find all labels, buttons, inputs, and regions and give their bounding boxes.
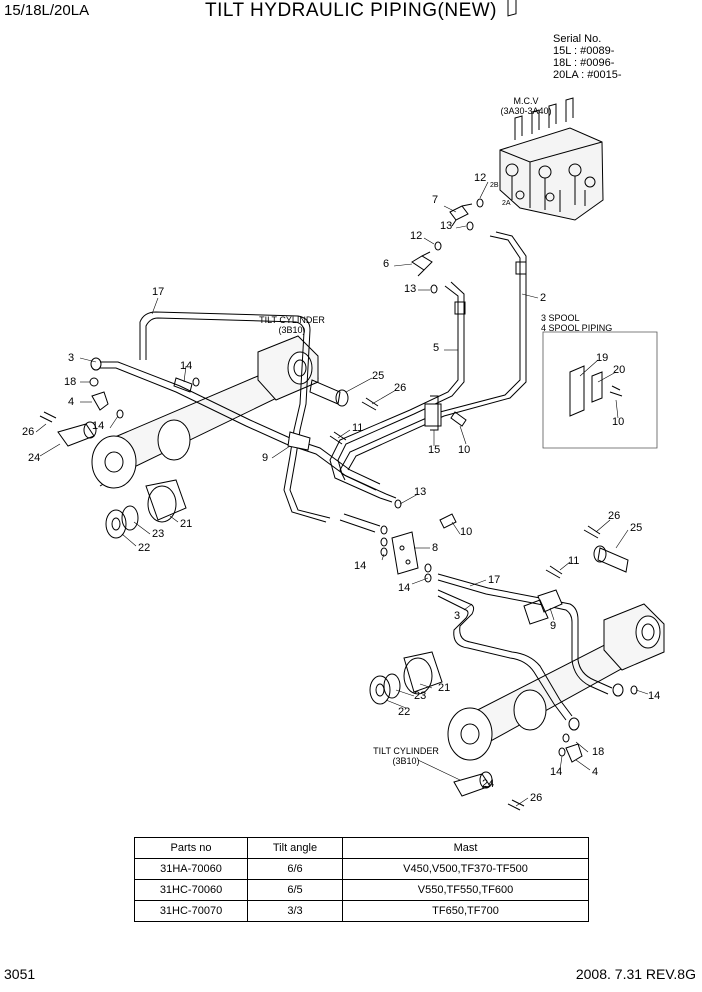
callout: 23 (152, 528, 165, 540)
tilt-cylinder-upper-label: TILT CYLINDER (3B10) (250, 315, 334, 335)
serial-18l: 18L : #0096- (553, 57, 615, 69)
callout: 22 (138, 542, 151, 554)
mast-table: Parts no Tilt angle Mast 31HA-70060 6/6 … (134, 837, 589, 922)
callout: 4 (68, 396, 75, 408)
callout: 22 (398, 706, 411, 718)
callout: 10 (612, 416, 625, 428)
port-2b-label: 2B (490, 182, 499, 189)
callout: 17 (152, 286, 165, 298)
parts-no-cell: 31HA-70060 (134, 858, 248, 880)
port-2a-label: 2A (502, 200, 511, 207)
mast-cell: V550,TF550,TF600 (342, 879, 589, 901)
callout: 23 (414, 690, 427, 702)
piping-diagram (35, 0, 665, 811)
callout: 12 (474, 172, 487, 184)
upper-tilt-cylinder (91, 335, 319, 489)
callout: 3 (454, 610, 461, 622)
mast-cell: V450,V500,TF370-TF500 (342, 858, 589, 880)
callout: 7 (432, 194, 439, 206)
callout: 6 (383, 258, 390, 270)
page-number: 3051 (4, 966, 36, 982)
header-mast: Mast (342, 837, 589, 859)
callout: 25 (630, 522, 643, 534)
callout: 18 (64, 376, 77, 388)
revision-date: 2008. 7.31 REV.8G (575, 966, 696, 982)
table-row: 31HC-70060 6/5 V550,TF550,TF600 (134, 879, 589, 901)
mcv-label: M.C.V (3A30-3A40) (495, 96, 557, 116)
callout: 14 (92, 420, 105, 432)
serial-info: Serial No. 15L : #0089- 18L : #0096- 20L… (553, 33, 622, 81)
callout: 14 (648, 690, 661, 702)
serial-15l: 15L : #0089- (553, 45, 615, 57)
tilt-angle-cell: 3/3 (247, 900, 343, 922)
callout: 8 (432, 542, 439, 554)
callout: 14 (354, 560, 367, 572)
model-label: 15/18L/20LA (4, 2, 90, 19)
tilt-cylinder-lower-name: TILT CYLINDER (373, 746, 439, 756)
tilt-angle-cell: 6/6 (247, 858, 343, 880)
callout: 10 (460, 526, 473, 538)
callout: 14 (180, 360, 193, 372)
tilt-angle-cell: 6/5 (247, 879, 343, 901)
callout: 12 (410, 230, 423, 242)
callout: 13 (404, 283, 417, 295)
callout: 21 (180, 518, 193, 530)
mast-cell: TF650,TF700 (342, 900, 589, 922)
lower-tilt-cylinder (447, 603, 665, 761)
parts-no-cell: 31HC-70070 (134, 900, 248, 922)
callout: 13 (414, 486, 427, 498)
mcv-label-ref: (3A30-3A40) (500, 106, 552, 116)
callout: 26 (530, 792, 543, 804)
callout: 15 (428, 444, 441, 456)
mcv-label-name: M.C.V (513, 96, 539, 106)
callout: 26 (394, 382, 407, 394)
callout: 10 (458, 444, 471, 456)
callout: 13 (440, 220, 453, 232)
spool-label-3: 3 SPOOL (541, 313, 580, 323)
table-row: 31HA-70060 6/6 V450,V500,TF370-TF500 (134, 858, 589, 880)
header-parts-no: Parts no (134, 837, 248, 859)
callout: 24 (28, 452, 41, 464)
callout: 4 (592, 766, 599, 778)
parts-no-cell: 31HC-70060 (134, 879, 248, 901)
callout: 5 (433, 342, 440, 354)
callout: 18 (592, 746, 605, 758)
callout: 20 (613, 364, 626, 376)
serial-heading: Serial No. (553, 33, 602, 45)
page-title: TILT HYDRAULIC PIPING(NEW) (204, 0, 498, 21)
spool-label: 3 SPOOL 4 SPOOL PIPING (541, 313, 612, 333)
tilt-cylinder-lower-ref: (3B10) (392, 756, 420, 766)
serial-20la: 20LA : #0015- (553, 69, 622, 81)
callout: 14 (550, 766, 563, 778)
callout: 25 (372, 370, 385, 382)
mcv-valve (499, 0, 604, 221)
tilt-cylinder-lower-label: TILT CYLINDER (3B10) (364, 746, 448, 766)
callout: 21 (438, 682, 451, 694)
callout: 3 (68, 352, 75, 364)
tilt-cylinder-upper-ref: (3B10) (278, 325, 306, 335)
callout: 11 (352, 422, 364, 434)
callout: 19 (596, 352, 609, 364)
table-row: 31HC-70070 3/3 TF650,TF700 (134, 900, 589, 922)
callout: 2 (540, 292, 547, 304)
tilt-cylinder-upper-name: TILT CYLINDER (259, 315, 325, 325)
header-tilt-angle: Tilt angle (247, 837, 343, 859)
callout: 14 (398, 582, 411, 594)
callout: 11 (568, 555, 580, 567)
callout: 26 (608, 510, 621, 522)
spool-label-4: 4 SPOOL PIPING (541, 323, 613, 333)
callout: 26 (22, 426, 35, 438)
table-header-row: Parts no Tilt angle Mast (134, 837, 589, 859)
callout: 9 (550, 620, 557, 632)
callout: 17 (488, 574, 501, 586)
callout: 9 (262, 452, 269, 464)
callout: 24 (482, 778, 495, 790)
